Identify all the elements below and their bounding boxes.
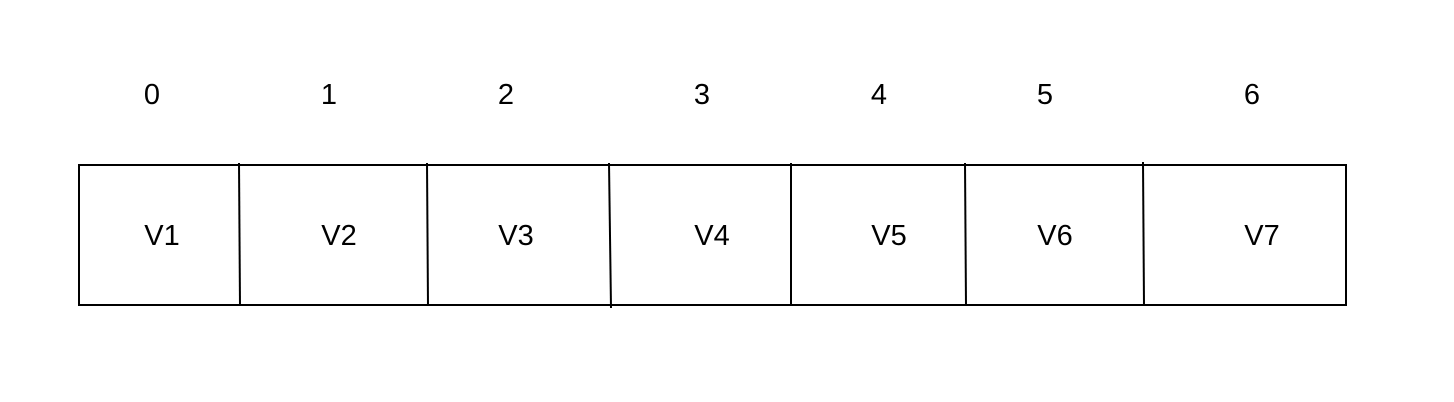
cell-value: V7 <box>1244 220 1279 252</box>
cell-values: V1 V2 V3 V4 V5 V6 V7 <box>144 220 1279 252</box>
cell-dividers <box>238 161 1145 309</box>
index-label: 5 <box>1037 79 1053 111</box>
index-label: 0 <box>144 79 160 111</box>
cell-value: V3 <box>498 220 533 252</box>
cell-divider <box>1142 161 1145 307</box>
cell-value: V1 <box>144 220 179 252</box>
cell-divider <box>964 162 967 307</box>
cell-value: V4 <box>694 220 729 252</box>
cell-divider <box>608 162 612 309</box>
cell-value: V6 <box>1037 220 1072 252</box>
index-label: 2 <box>498 79 514 111</box>
index-label: 3 <box>694 79 710 111</box>
cell-divider <box>426 162 429 307</box>
cell-divider <box>238 162 241 307</box>
index-label: 6 <box>1244 79 1260 111</box>
index-labels: 0 1 2 3 4 5 6 <box>144 79 1260 111</box>
cell-value: V5 <box>871 220 906 252</box>
index-label: 1 <box>321 79 337 111</box>
cell-value: V2 <box>321 220 356 252</box>
array-outline <box>78 164 1347 306</box>
index-label: 4 <box>871 79 887 111</box>
